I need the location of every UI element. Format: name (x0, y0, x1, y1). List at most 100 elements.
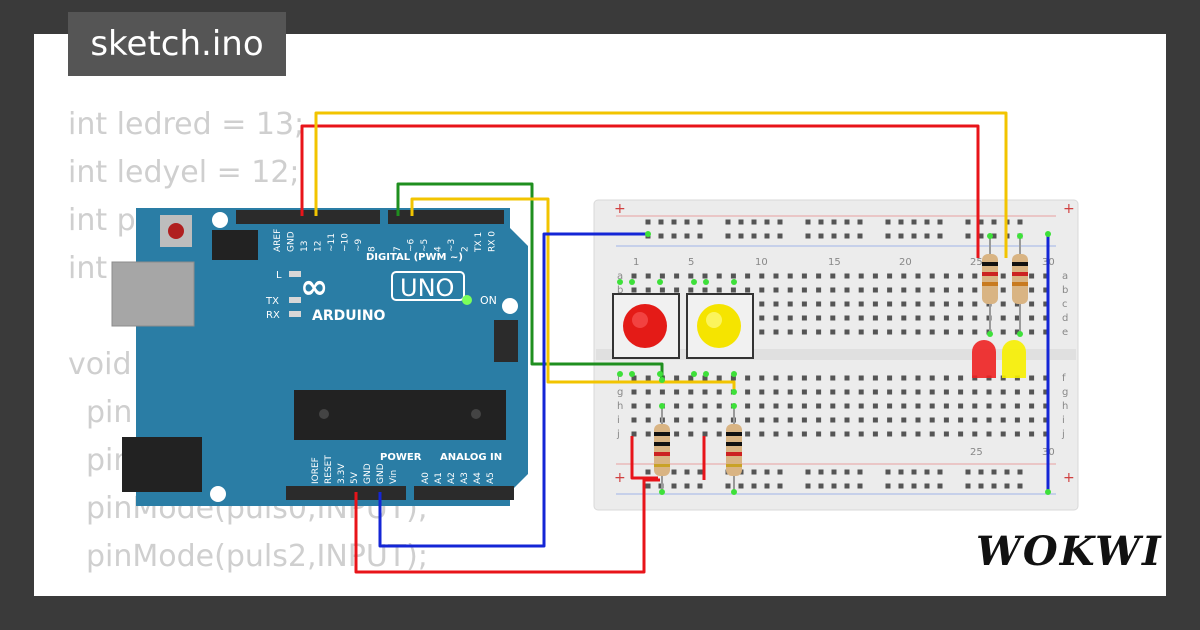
breadboard-hole[interactable] (830, 329, 836, 335)
breadboard-hole[interactable] (872, 389, 878, 395)
breadboard-hole[interactable] (631, 273, 637, 279)
breadboard-hole[interactable] (937, 219, 943, 225)
breadboard-hole[interactable] (631, 403, 637, 409)
breadboard-hole[interactable] (901, 403, 907, 409)
file-tab[interactable]: sketch.ino (68, 12, 286, 76)
breadboard-hole[interactable] (805, 233, 811, 239)
breadboard-hole[interactable] (937, 233, 943, 239)
breadboard-hole[interactable] (915, 375, 921, 381)
breadboard-hole[interactable] (929, 417, 935, 423)
breadboard-hole[interactable] (688, 375, 694, 381)
breadboard-hole[interactable] (759, 375, 765, 381)
breadboard-hole[interactable] (858, 329, 864, 335)
breadboard-hole[interactable] (751, 469, 757, 475)
breadboard-hole[interactable] (674, 273, 680, 279)
breadboard-hole[interactable] (887, 431, 893, 437)
breadboard-hole[interactable] (674, 431, 680, 437)
breadboard-hole[interactable] (787, 431, 793, 437)
breadboard-hole[interactable] (858, 315, 864, 321)
breadboard-hole[interactable] (831, 219, 837, 225)
breadboard-hole[interactable] (986, 417, 992, 423)
breadboard-hole[interactable] (674, 287, 680, 293)
breadboard-hole[interactable] (1000, 329, 1006, 335)
breadboard-hole[interactable] (1029, 431, 1035, 437)
breadboard-hole[interactable] (702, 375, 708, 381)
wire-yellow-pin12[interactable] (314, 111, 1008, 258)
breadboard-hole[interactable] (937, 469, 943, 475)
breadboard-hole[interactable] (725, 219, 731, 225)
breadboard-hole[interactable] (929, 315, 935, 321)
wire-red-pin13[interactable] (300, 124, 980, 258)
breadboard-hole[interactable] (943, 403, 949, 409)
breadboard-hole[interactable] (958, 301, 964, 307)
breadboard-hole[interactable] (801, 375, 807, 381)
breadboard-hole[interactable] (688, 403, 694, 409)
breadboard-hole[interactable] (702, 417, 708, 423)
breadboard-hole[interactable] (844, 273, 850, 279)
breadboard-hole[interactable] (958, 315, 964, 321)
breadboard-hole[interactable] (671, 233, 677, 239)
breadboard-hole[interactable] (898, 483, 904, 489)
breadboard-hole[interactable] (764, 483, 770, 489)
breadboard-hole[interactable] (844, 301, 850, 307)
breadboard-hole[interactable] (915, 301, 921, 307)
breadboard-hole[interactable] (901, 315, 907, 321)
breadboard-hole[interactable] (745, 287, 751, 293)
breadboard-hole[interactable] (1000, 273, 1006, 279)
breadboard-hole[interactable] (978, 483, 984, 489)
breadboard-hole[interactable] (801, 273, 807, 279)
breadboard-hole[interactable] (716, 287, 722, 293)
breadboard-hole[interactable] (659, 287, 665, 293)
breadboard-hole[interactable] (816, 273, 822, 279)
breadboard-hole[interactable] (915, 431, 921, 437)
breadboard-hole[interactable] (830, 375, 836, 381)
breadboard-hole[interactable] (1029, 273, 1035, 279)
breadboard-hole[interactable] (943, 389, 949, 395)
breadboard-hole[interactable] (991, 219, 997, 225)
breadboard-hole[interactable] (991, 233, 997, 239)
breadboard-hole[interactable] (818, 219, 824, 225)
breadboard-hole[interactable] (745, 273, 751, 279)
breadboard-hole[interactable] (684, 469, 690, 475)
breadboard-hole[interactable] (674, 417, 680, 423)
breadboard-hole[interactable] (805, 483, 811, 489)
breadboard-hole[interactable] (751, 483, 757, 489)
breadboard-hole[interactable] (911, 483, 917, 489)
breadboard-hole[interactable] (929, 301, 935, 307)
breadboard-hole[interactable] (887, 273, 893, 279)
breadboard-hole[interactable] (915, 389, 921, 395)
breadboard-hole[interactable] (915, 417, 921, 423)
wire-red-5v[interactable] (354, 478, 660, 574)
breadboard-hole[interactable] (858, 301, 864, 307)
breadboard-hole[interactable] (924, 219, 930, 225)
breadboard-hole[interactable] (915, 329, 921, 335)
breadboard-hole[interactable] (958, 431, 964, 437)
breadboard-hole[interactable] (1043, 329, 1049, 335)
breadboard-hole[interactable] (702, 431, 708, 437)
breadboard-hole[interactable] (816, 403, 822, 409)
breadboard-hole[interactable] (658, 219, 664, 225)
breadboard-hole[interactable] (972, 431, 978, 437)
breadboard-hole[interactable] (777, 219, 783, 225)
breadboard-hole[interactable] (830, 287, 836, 293)
breadboard-hole[interactable] (972, 329, 978, 335)
breadboard-hole[interactable] (830, 417, 836, 423)
breadboard-hole[interactable] (730, 273, 736, 279)
breadboard-hole[interactable] (1043, 417, 1049, 423)
wire-blue-gnd[interactable] (378, 232, 648, 548)
breadboard-hole[interactable] (773, 389, 779, 395)
breadboard-hole[interactable] (805, 219, 811, 225)
breadboard-hole[interactable] (844, 329, 850, 335)
breadboard-hole[interactable] (697, 469, 703, 475)
breadboard-hole[interactable] (702, 403, 708, 409)
breadboard-hole[interactable] (787, 389, 793, 395)
breadboard-hole[interactable] (1043, 301, 1049, 307)
breadboard-hole[interactable] (965, 483, 971, 489)
breadboard-hole[interactable] (745, 417, 751, 423)
breadboard-hole[interactable] (1043, 273, 1049, 279)
breadboard-hole[interactable] (697, 483, 703, 489)
breadboard-hole[interactable] (858, 273, 864, 279)
pushbutton-yellow[interactable] (686, 293, 754, 359)
breadboard-hole[interactable] (684, 233, 690, 239)
breadboard-hole[interactable] (716, 375, 722, 381)
